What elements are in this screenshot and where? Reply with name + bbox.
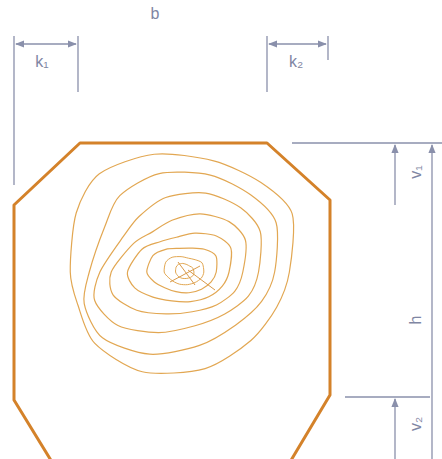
pith-crack	[188, 270, 215, 290]
dimension-lines	[14, 36, 442, 459]
dimension-label: v₂	[407, 415, 425, 433]
growth-ring	[70, 154, 293, 373]
growth-rings	[70, 154, 293, 373]
dimension-label: k₂	[287, 53, 305, 71]
growth-ring	[164, 257, 204, 285]
growth-ring	[147, 248, 217, 293]
growth-ring	[84, 172, 278, 354]
dimension-label: v₁	[407, 163, 425, 180]
growth-ring	[110, 214, 246, 314]
growth-ring	[127, 233, 231, 302]
dimension-label: b	[149, 5, 162, 23]
growth-ring	[94, 193, 261, 333]
dimension-label: k₁	[33, 53, 50, 71]
pith-crack	[170, 266, 200, 282]
section-outline	[14, 143, 330, 459]
dimension-label: h	[407, 314, 425, 327]
